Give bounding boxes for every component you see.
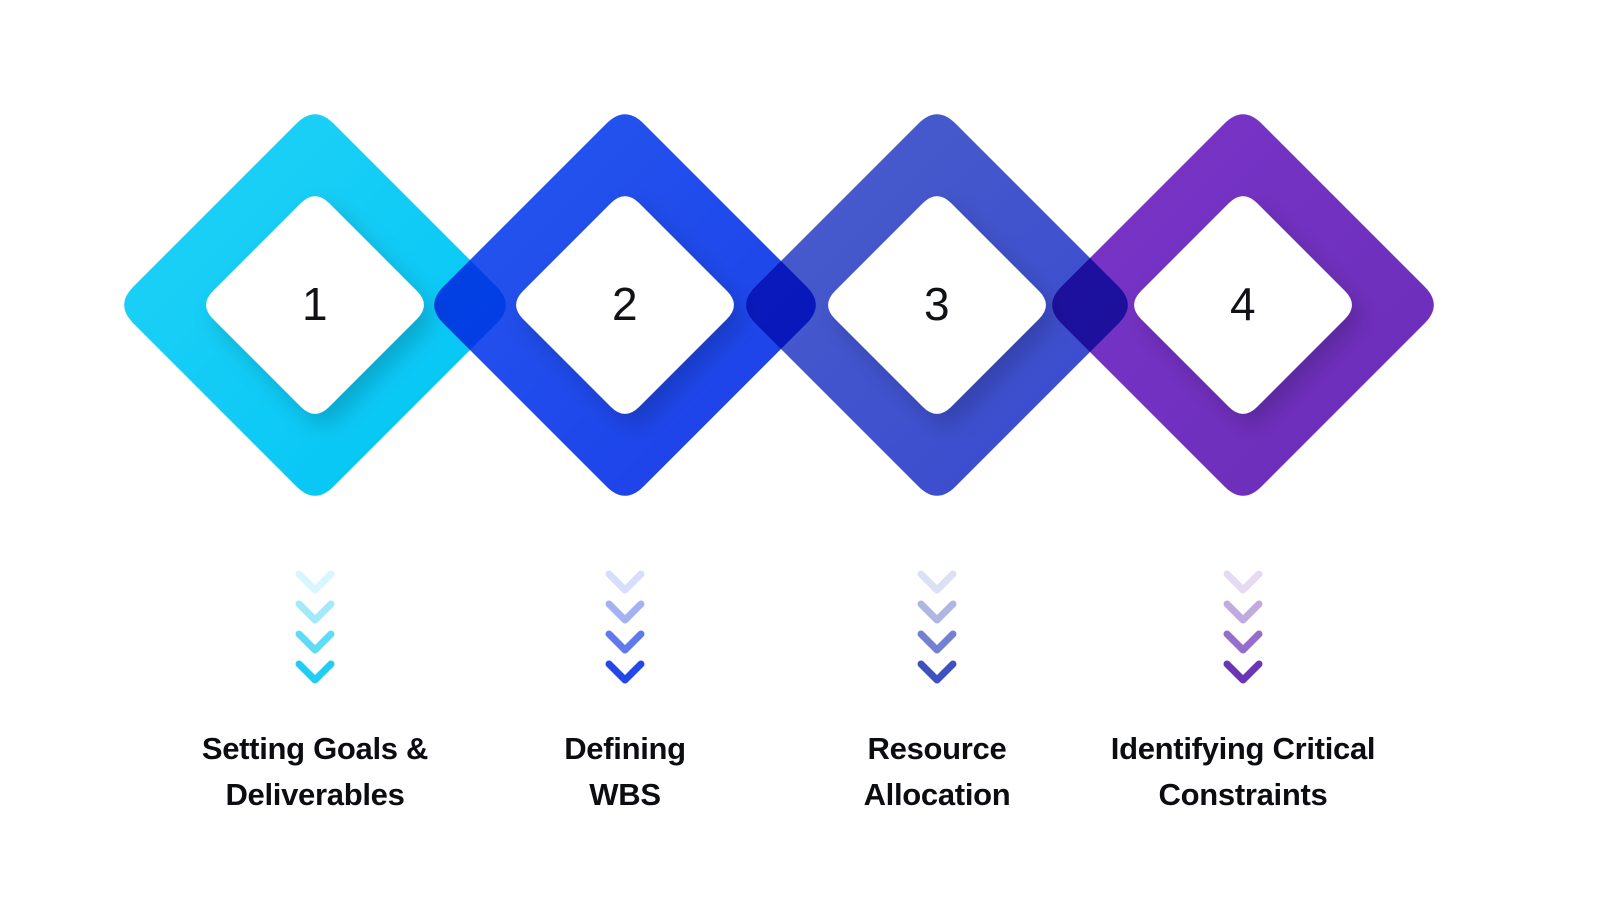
chevron-down-icon	[917, 630, 957, 654]
chevron-down-icon	[1223, 600, 1263, 624]
chevron-down-icon	[295, 630, 335, 654]
step-number-2: 2	[611, 278, 639, 330]
step-label-4: Identifying Critical Constraints	[1110, 731, 1376, 812]
chevron-cluster-4	[1183, 556, 1303, 696]
step-label-2: Defining WBS	[564, 731, 686, 812]
chevron-down-icon	[1223, 660, 1263, 684]
step-number-1: 1	[301, 278, 329, 330]
chevron-down-icon	[295, 600, 335, 624]
step-number-3: 3	[923, 278, 951, 330]
chevron-down-icon	[605, 600, 645, 624]
chevron-down-icon	[917, 600, 957, 624]
chevron-down-icon	[605, 660, 645, 684]
step-diamond-inner-3	[828, 196, 1046, 414]
chevron-down-icon	[605, 630, 645, 654]
chevron-down-icon	[917, 570, 957, 594]
step-label-1: Setting Goals & Deliverables	[201, 731, 429, 812]
chevron-down-icon	[1223, 630, 1263, 654]
chevron-down-icon	[1223, 570, 1263, 594]
step-diamond-inner-1	[206, 196, 424, 414]
chevron-cluster-3	[877, 556, 997, 696]
chevron-cluster-2	[565, 556, 685, 696]
step-number-4: 4	[1229, 278, 1257, 330]
chevron-down-icon	[295, 660, 335, 684]
chevron-down-icon	[917, 660, 957, 684]
steps-diamond-row: 1 2 3 4	[124, 114, 1434, 496]
chevron-cluster-1	[255, 556, 375, 696]
diamond-shapes	[124, 114, 1434, 496]
chevron-down-icon	[605, 570, 645, 594]
chevron-down-icon	[295, 570, 335, 594]
step-diamond-inner-4	[1134, 196, 1352, 414]
step-diamond-inner-2	[516, 196, 734, 414]
step-label-3: Resource Allocation	[863, 731, 1011, 812]
